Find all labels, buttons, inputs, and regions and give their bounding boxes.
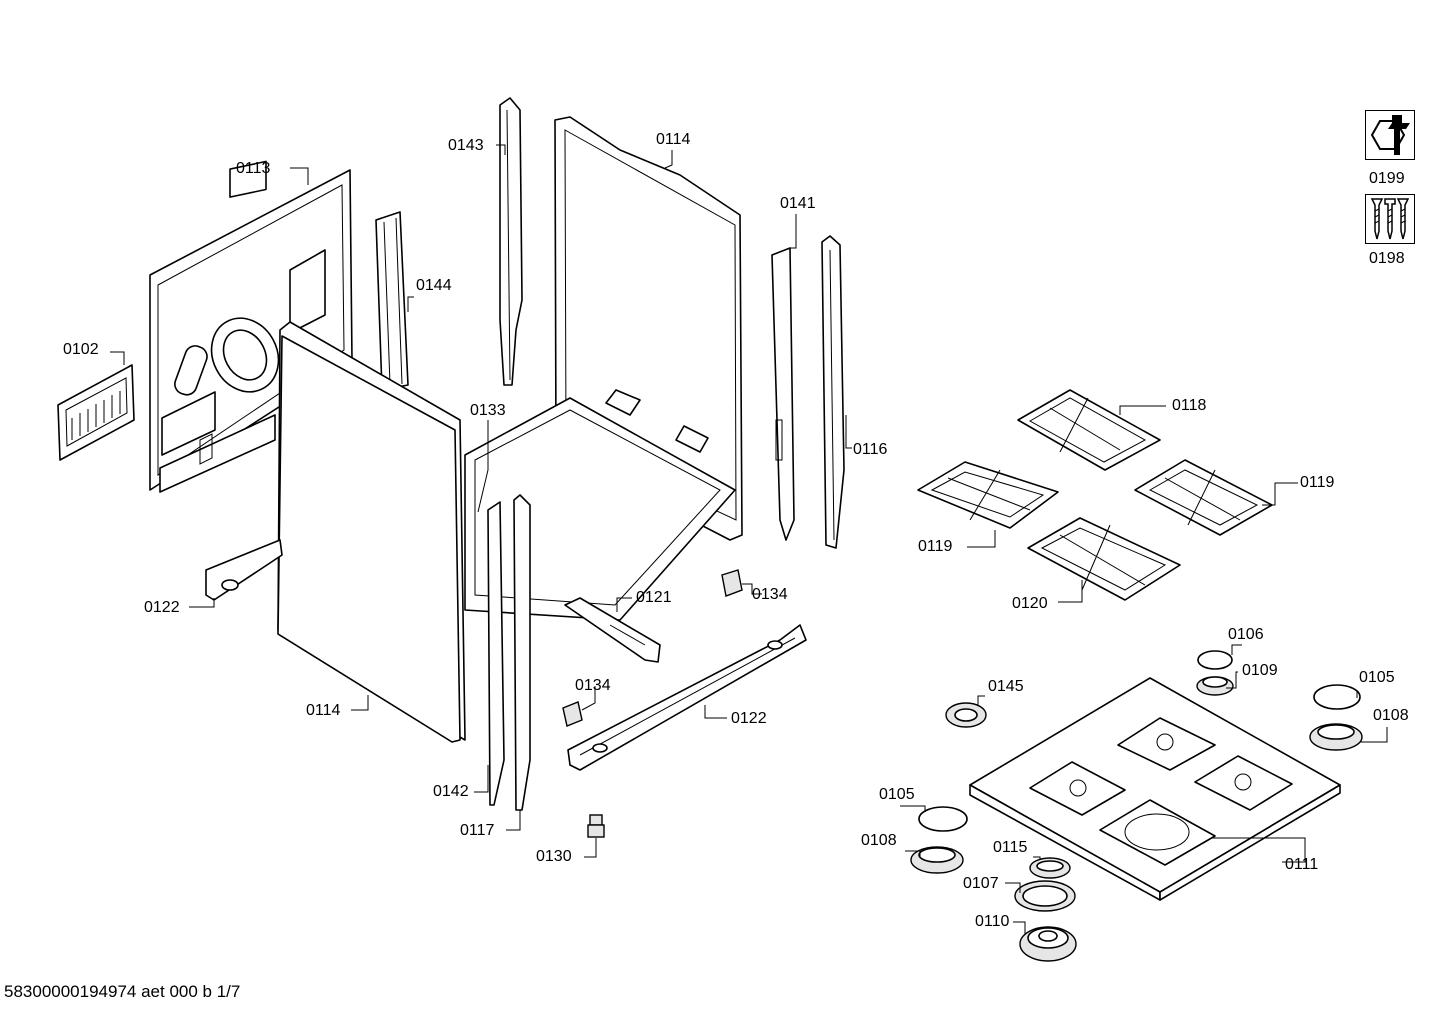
part-0116-rail	[821, 235, 845, 549]
part-0105-burner-cap-right	[1313, 684, 1361, 710]
label-0114-top: 0114	[656, 131, 691, 148]
label-0111: 0111	[1285, 856, 1319, 873]
screws-icon	[1365, 194, 1415, 244]
label-0114-bottom: 0114	[306, 702, 341, 719]
label-0102: 0102	[63, 341, 99, 358]
part-0134-clip-lower	[562, 701, 583, 727]
document-id: 58300000194974 aet 000 b 1/7	[4, 982, 241, 1001]
label-0121: 0121	[636, 589, 672, 606]
label-0116: 0116	[853, 441, 888, 458]
part-0108-burner-right	[1309, 723, 1363, 751]
part-0122-bracket-left	[205, 539, 283, 601]
part-0130-screw	[587, 814, 605, 838]
label-0134-upper: 0134	[752, 586, 788, 603]
part-0143-rail	[499, 97, 523, 386]
label-0198: 0198	[1369, 250, 1405, 267]
label-0142: 0142	[433, 783, 469, 800]
label-0108-left: 0108	[861, 832, 897, 849]
label-0144: 0144	[416, 277, 452, 294]
part-0119-pan-support-right	[1134, 459, 1273, 536]
label-0107: 0107	[963, 875, 999, 892]
part-0106-burner-cap	[1197, 650, 1233, 670]
part-0115-burner-cap	[1029, 857, 1071, 879]
label-0108-right: 0108	[1373, 707, 1409, 724]
part-0110-wok-burner	[1019, 926, 1077, 962]
part-0142-rail	[487, 501, 505, 806]
part-0102-vent-grille	[57, 364, 135, 461]
label-0115: 0115	[993, 839, 1028, 856]
label-0109: 0109	[1242, 662, 1278, 679]
part-0114-housing	[464, 116, 743, 621]
part-0109-burner	[1196, 676, 1234, 696]
part-0107-burner-cap	[1014, 880, 1076, 912]
part-0119-pan-support-left	[917, 461, 1059, 529]
label-0113: 0113	[236, 160, 271, 177]
part-0145-ring	[945, 702, 987, 728]
label-0122-left: 0122	[144, 599, 180, 616]
label-0134-lower: 0134	[575, 677, 611, 694]
label-0133: 0133	[470, 402, 506, 419]
part-0144-rail	[375, 211, 409, 391]
label-0118: 0118	[1172, 397, 1207, 414]
label-0117: 0117	[460, 822, 495, 839]
part-0120-pan-support	[1027, 517, 1181, 601]
label-0143: 0143	[448, 137, 484, 154]
part-0141-rail	[771, 247, 795, 541]
label-0105-left: 0105	[879, 786, 915, 803]
wrench-nut-icon	[1365, 110, 1415, 160]
part-0113-back-panel	[149, 160, 353, 493]
label-0199: 0199	[1369, 170, 1405, 187]
part-0134-clip-upper	[721, 569, 743, 597]
label-0119-right: 0119	[1300, 474, 1335, 491]
label-0120: 0120	[1012, 595, 1048, 612]
part-0121-strip	[564, 597, 661, 663]
label-0141: 0141	[780, 195, 816, 212]
part-0122-bracket-right	[567, 624, 807, 771]
label-0119-left: 0119	[918, 538, 953, 555]
leader-lines	[110, 144, 1388, 934]
part-0114-side-panel	[277, 321, 466, 743]
label-0145: 0145	[988, 678, 1024, 695]
label-0105-right: 0105	[1359, 669, 1395, 686]
label-0130: 0130	[536, 848, 572, 865]
part-0105-burner-cap-left	[918, 806, 968, 832]
part-0118-pan-support	[1017, 389, 1161, 471]
part-0108-burner-left	[910, 846, 964, 874]
label-0110: 0110	[975, 913, 1010, 930]
label-0122-right: 0122	[731, 710, 767, 727]
label-0106: 0106	[1228, 626, 1264, 643]
part-0117-rail	[513, 494, 531, 811]
